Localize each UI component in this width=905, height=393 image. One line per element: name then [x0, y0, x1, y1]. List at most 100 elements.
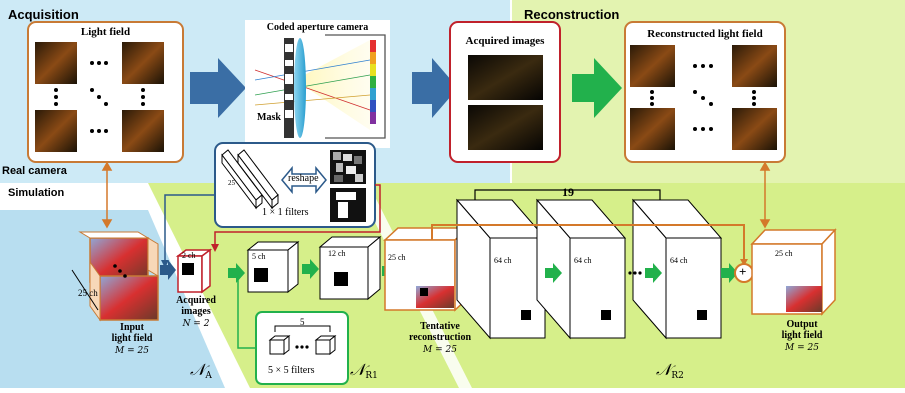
- input-m: M = 25: [115, 346, 149, 356]
- reshape-arrow: [281, 165, 327, 195]
- aperture-mask: [284, 38, 294, 138]
- lf-thumb-tl: [35, 42, 77, 84]
- res-block-3-kernel: [697, 310, 707, 320]
- nr1-subscript: R1: [365, 371, 378, 381]
- res-block-1-kernel: [521, 310, 531, 320]
- filters-to-conv-line: [237, 278, 256, 349]
- acq-title-1: Acquired: [176, 295, 216, 306]
- mask-patch-1: [330, 150, 366, 184]
- panel-title-camera: Coded aperture camera: [266, 22, 369, 33]
- arrow-acquired-to-reconstructed: [572, 58, 622, 118]
- tent-title-2: reconstruction: [408, 332, 472, 343]
- label-filter-width: 5: [300, 317, 305, 327]
- conv1-block: [246, 240, 300, 294]
- acq-title-2: images: [181, 306, 211, 317]
- nr1-symbol: 𝒩: [350, 360, 366, 379]
- na-route-2: [214, 184, 381, 246]
- na-symbol: 𝒩: [190, 360, 206, 379]
- input-ch-label: 25 ch: [78, 288, 98, 298]
- label-real-camera: Real camera: [2, 165, 67, 177]
- res-block-2-label: 64 ch: [574, 256, 592, 265]
- na-subscript: A: [205, 371, 212, 381]
- nr2-subscript: R2: [671, 371, 684, 381]
- camera-body: [325, 34, 386, 139]
- input-lf-stack: [78, 231, 159, 322]
- camera-rays: [254, 59, 371, 111]
- tent-ch-label: 25 ch: [388, 253, 406, 262]
- acq-ch-label: 2 ch: [182, 251, 196, 260]
- acquired-image-2: [468, 105, 543, 150]
- rlf-thumb-tl: [630, 45, 675, 87]
- output-title-2: light field: [781, 330, 823, 341]
- conv2-block: [318, 235, 382, 301]
- sim-acquired-block: [175, 248, 213, 294]
- section-reconstruction: Reconstruction: [524, 7, 620, 22]
- input-title-2: light field: [111, 333, 153, 344]
- conv2-kernel: [334, 272, 348, 286]
- output-m: M = 25: [785, 343, 819, 353]
- label-simulation: Simulation: [8, 187, 65, 199]
- na-route-1: [164, 194, 216, 262]
- output-block: [750, 228, 837, 316]
- conv1-kernel: [254, 268, 268, 282]
- nr1-label: 𝒩R1: [350, 360, 378, 381]
- label-5x5-filters: 5 × 5 filters: [268, 365, 315, 376]
- filter-prism-2: [237, 149, 279, 210]
- rlf-thumb-bl: [630, 108, 675, 150]
- res-block-1: [455, 198, 547, 340]
- filter-width-brace: [274, 325, 331, 332]
- na-label: 𝒩A: [190, 360, 212, 381]
- skip-head: [740, 259, 748, 266]
- arrow-g7: [721, 263, 738, 283]
- output-ch-label: 25 ch: [775, 249, 793, 258]
- conv1-ch-label: 5 ch: [252, 252, 266, 261]
- output-title-1: Output: [786, 319, 818, 330]
- rlf-dots: [650, 64, 756, 131]
- simulation-band: [0, 183, 148, 210]
- input-to-na-arrow: [160, 260, 176, 280]
- label-1x1-filters: 1 × 1 filters: [262, 207, 309, 218]
- panel-title-reconstructed: Reconstructed light field: [647, 28, 763, 40]
- mask-patch-2: [330, 188, 366, 222]
- filter-dots: [295, 345, 309, 349]
- nr2-label: 𝒩R2: [656, 360, 684, 381]
- skip-connection: [431, 224, 745, 261]
- label-mask: Mask: [257, 112, 281, 123]
- tent-title-1: Tentative: [420, 321, 460, 332]
- arrow-g6: [645, 263, 662, 283]
- input-lf-depth-brace: [71, 269, 99, 311]
- na-route-1-head: [161, 260, 169, 268]
- res-dots: [628, 271, 642, 275]
- rlf-thumb-tr: [732, 45, 777, 87]
- label-filter-depth: 25: [228, 179, 235, 187]
- rlf-thumb-br: [732, 108, 777, 150]
- input-lf-dots: [113, 264, 127, 278]
- nr2-symbol: 𝒩: [656, 360, 672, 379]
- na-route-2-head: [211, 244, 219, 252]
- lf-dots: [54, 61, 145, 133]
- res-block-2-kernel: [601, 310, 611, 320]
- filter-cubes: [268, 334, 337, 356]
- arrow-lf-to-camera: [190, 58, 246, 118]
- sensor-strip: [370, 40, 376, 124]
- input-title-1: Input: [120, 322, 144, 333]
- camera-lens: [294, 38, 306, 138]
- arrow-g2: [302, 259, 319, 279]
- acq-n: N = 2: [182, 319, 210, 329]
- light-cone: [295, 40, 370, 130]
- panel-title-acquired: Acquired images: [465, 35, 545, 47]
- res-block-1-label: 64 ch: [494, 256, 512, 265]
- label-reshape: reshape: [288, 173, 319, 184]
- acquired-image-1: [468, 55, 543, 100]
- arrow-camera-to-acquired: [412, 58, 458, 118]
- lf-thumb-bl: [35, 110, 77, 152]
- res-block-3-label: 64 ch: [670, 256, 688, 265]
- panel-title-light-field: Light field: [80, 26, 131, 38]
- mask-pattern: [285, 44, 293, 118]
- arrow-g5: [545, 263, 562, 283]
- repeat-bracket: [474, 189, 661, 200]
- arrow-g1: [228, 263, 245, 283]
- repeat-count: 19: [562, 185, 574, 199]
